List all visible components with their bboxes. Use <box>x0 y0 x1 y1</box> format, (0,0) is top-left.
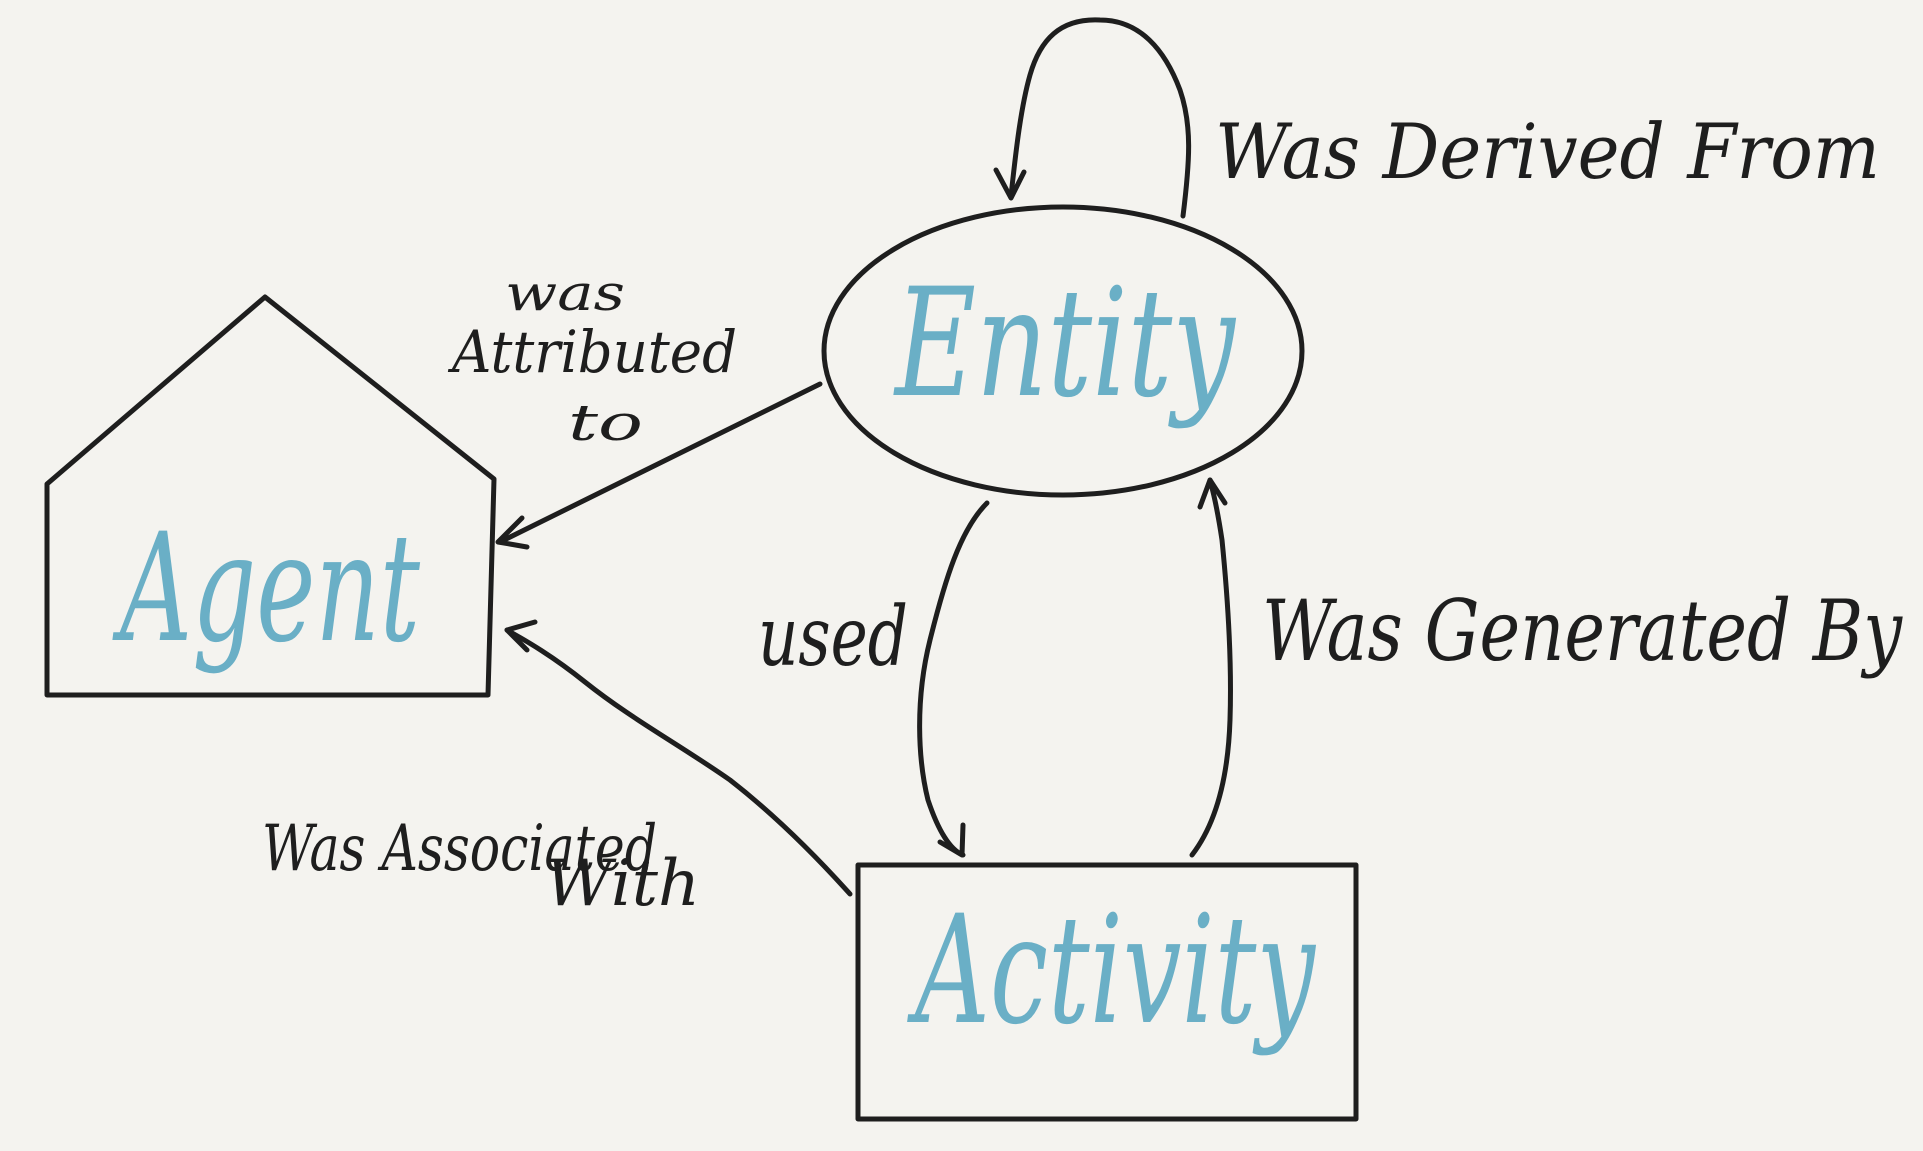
associated-label-line-1: Was Associated <box>262 812 657 886</box>
attributed-arrowhead <box>495 515 530 550</box>
agent-label: Agent <box>112 502 420 676</box>
edge-was-generated-by: Was Generated By <box>1189 477 1903 858</box>
associated-line <box>504 627 853 897</box>
attributed-label-line-2: Attributed <box>447 318 737 386</box>
activity-rect-shape <box>855 862 1359 1122</box>
used-line <box>917 500 990 858</box>
derived-edge-label: Was Derived From <box>1215 107 1880 196</box>
edge-used: used <box>758 500 990 858</box>
generated-edge-label: Was Generated By <box>1262 582 1903 680</box>
used-arrowhead <box>937 822 966 858</box>
derived-arrowhead <box>993 167 1027 201</box>
used-edge-label: used <box>758 590 908 685</box>
associated-arrowhead <box>504 619 538 653</box>
activity-label: Activity <box>907 884 1317 1058</box>
agent-house-shape <box>44 294 497 698</box>
entity-ellipse-shape <box>821 204 1305 498</box>
associated-label-line-2: With <box>545 847 700 921</box>
agent-node: Agent <box>44 294 497 698</box>
edge-was-derived-from: Was Derived From <box>993 17 1880 219</box>
generated-arrowhead <box>1197 477 1228 510</box>
edge-was-associated-with: Was Associated With <box>262 619 853 921</box>
attributed-line <box>497 381 823 545</box>
edge-was-attributed-to: was Attributed to <box>447 264 823 550</box>
generated-line <box>1189 477 1234 858</box>
attributed-label-line-1: was <box>505 264 625 322</box>
activity-node: Activity <box>855 862 1359 1122</box>
derived-loop-line <box>1008 17 1192 219</box>
attributed-label-line-3: to <box>568 394 643 452</box>
entity-label: Entity <box>893 257 1237 431</box>
entity-node: Entity <box>821 204 1305 498</box>
